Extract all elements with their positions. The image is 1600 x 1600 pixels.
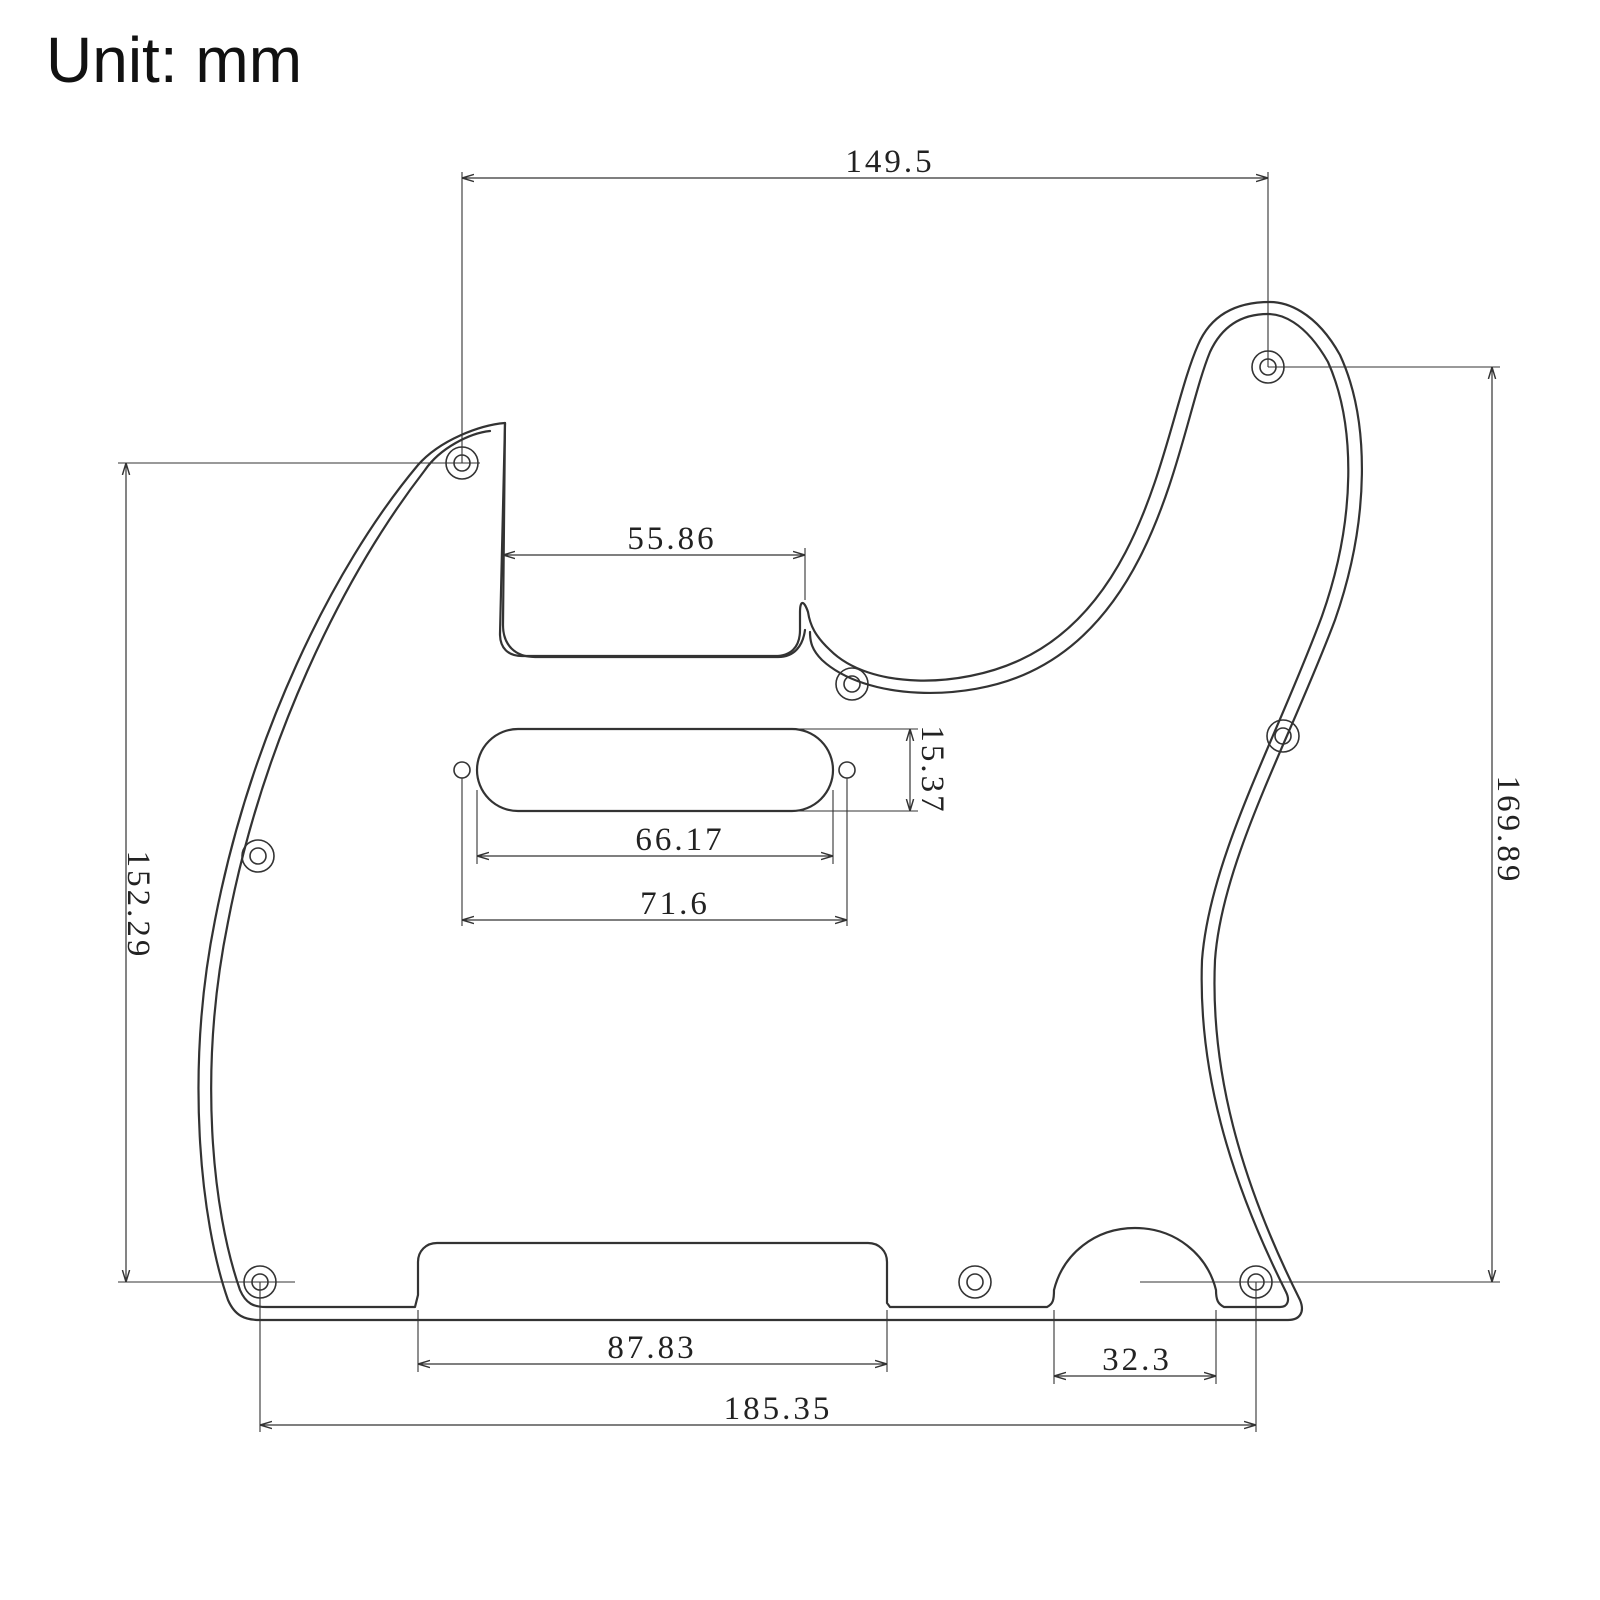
dim-label-right-height: 169.89 xyxy=(1490,776,1526,885)
dim-label-bridge-pickup-height: 15.37 xyxy=(914,725,950,814)
pickguard-inner-outline xyxy=(210,312,1350,1309)
dimension-overall-width: 185.35 xyxy=(259,1282,1257,1432)
pickup-screw-hole-right xyxy=(838,761,856,779)
dim-label-control-arc: 32.3 xyxy=(1102,1342,1172,1378)
pickguard-outer-outline xyxy=(197,300,1364,1322)
dim-label-left-height: 152.29 xyxy=(120,851,156,960)
dimension-bridge-pickup-height: 15.37 xyxy=(792,725,950,815)
dim-label-bottom-cutout: 87.83 xyxy=(607,1330,696,1366)
mounting-hole-center xyxy=(835,667,869,701)
mounting-hole-right-mid xyxy=(1266,719,1300,753)
bridge-pickup-slot xyxy=(475,727,835,813)
unit-label: Unit: mm xyxy=(46,24,302,96)
dimension-bridge-pickup-width: 66.17 xyxy=(476,790,834,864)
dim-label-top-width: 149.5 xyxy=(845,144,934,180)
dimension-left-height: 152.29 xyxy=(118,462,480,1283)
dimension-top-width: 149.5 xyxy=(461,144,1269,463)
dim-label-neck-pickup: 55.86 xyxy=(627,521,716,557)
mounting-hole-bottom-center xyxy=(958,1265,992,1299)
dim-label-overall-width: 185.35 xyxy=(724,1391,833,1427)
dimension-pickup-screw-span: 71.6 xyxy=(461,778,848,926)
dimension-control-arc: 32.3 xyxy=(1053,1310,1217,1384)
neck-pickup-cutout xyxy=(501,421,807,659)
dim-label-bridge-pickup-width: 66.17 xyxy=(635,822,724,858)
dimension-bottom-cutout: 87.83 xyxy=(417,1310,888,1372)
mounting-hole-left-mid xyxy=(241,839,275,873)
dim-label-pickup-screw-span: 71.6 xyxy=(640,886,710,922)
dimension-right-height: 169.89 xyxy=(1140,366,1526,1283)
pickup-screw-hole-left xyxy=(453,761,471,779)
dimension-neck-pickup: 55.86 xyxy=(503,521,806,600)
